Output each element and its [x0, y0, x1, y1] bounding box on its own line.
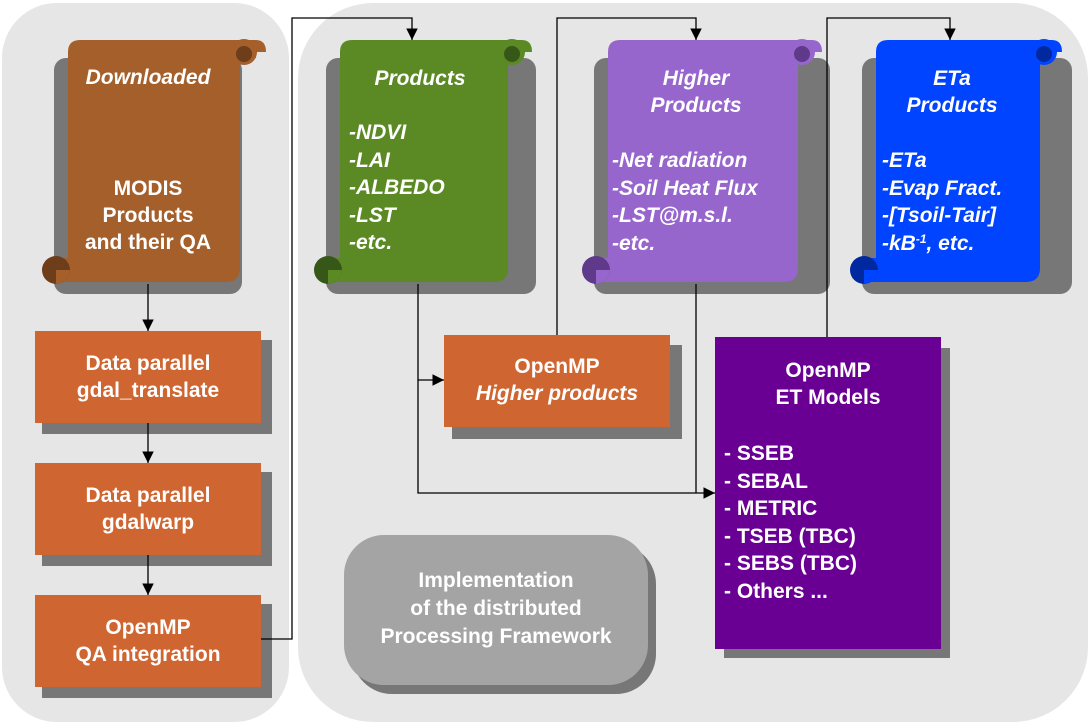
et-model-item: - SEBS (TBC): [724, 552, 857, 575]
eta-products-item: -Evap Fract.: [882, 176, 1003, 200]
arrow-qa-to-products: [261, 17, 418, 640]
eta-products-item: -[Tsoil-Tair]: [882, 204, 996, 227]
downloaded-line: MODIS: [113, 177, 183, 200]
step-warp-box: [35, 463, 261, 555]
step-translate-label: Data parallel gdal_translate: [35, 350, 261, 404]
implementation-label: Implementation of the distributed Proces…: [344, 567, 648, 651]
downloaded-title: Downloaded: [85, 66, 211, 89]
eta-products-list: -ETa -Evap Fract. -[Tsoil-Tair] -kB-1, e…: [882, 147, 1002, 257]
step-qa-box: [35, 595, 261, 687]
downloaded-scroll: [42, 39, 266, 284]
et-models-title-line: ET Models: [775, 386, 881, 409]
implementation-line: Implementation: [418, 569, 574, 592]
higher-products-title-line: Products: [650, 94, 742, 117]
step-translate-line: Data parallel: [85, 352, 211, 375]
step-warp-label: Data parallel gdalwarp: [35, 482, 261, 536]
downloaded-line: Products: [102, 204, 194, 227]
products-list: -NDVI -LAI -ALBEDO -LST -etc.: [349, 119, 445, 257]
eta-item-kb-exponent: -1: [915, 231, 927, 246]
higher-products-item: -Soil Heat Flux: [612, 176, 758, 200]
eta-products-item: -kB-1, etc.: [882, 230, 1002, 258]
implementation-shape: [344, 535, 648, 685]
eta-item-kb: -kB: [882, 231, 916, 255]
eta-products-item: -ETa: [882, 149, 927, 172]
step-higher-line-italic: Higher products: [475, 382, 639, 405]
step-warp-line: Data parallel: [85, 484, 211, 507]
et-models-title-line: OpenMP: [785, 359, 871, 382]
et-model-item: - METRIC: [724, 497, 818, 520]
higher-products-title: Higher Products: [610, 65, 782, 119]
step-higher-box: [444, 335, 670, 427]
connectors: [142, 17, 956, 640]
implementation-line: of the distributed: [410, 597, 582, 620]
eta-products-title: ETa Products: [872, 65, 1032, 119]
products-item: -LAI: [349, 148, 390, 172]
products-item: -ALBEDO: [349, 176, 445, 199]
eta-products-title-line: ETa: [933, 67, 971, 90]
eta-products-scroll: [850, 39, 1062, 284]
higher-products-scroll: [582, 39, 822, 284]
higher-products-item: -Net radiation: [612, 149, 748, 172]
arrow-products-to-et-models: [417, 380, 715, 499]
arrow-et-models-to-eta-products: [826, 17, 956, 337]
products-title: Products: [374, 67, 466, 90]
arrow-higher-step-to-higher-products: [556, 17, 702, 335]
step-qa-label: OpenMP QA integration: [35, 614, 261, 668]
step-warp-line: gdalwarp: [101, 511, 195, 534]
et-model-item: - SEBAL: [724, 469, 808, 493]
products-scroll: [314, 39, 532, 284]
products-item: -LST: [349, 203, 396, 227]
downloaded-description: MODIS Products and their QA: [58, 175, 238, 256]
higher-products-item: -etc.: [612, 231, 656, 255]
et-model-item: - TSEB (TBC): [724, 524, 856, 548]
et-models-box: [715, 337, 941, 649]
step-translate-box: [35, 331, 261, 423]
step-higher-line: OpenMP: [514, 355, 600, 378]
step-qa-line: QA integration: [75, 643, 221, 666]
eta-products-title-line: Products: [906, 94, 998, 117]
downloaded-line: and their QA: [84, 231, 211, 254]
eta-item-etc: , etc.: [926, 231, 975, 255]
step-qa-line: OpenMP: [105, 616, 191, 639]
step-translate-line: gdal_translate: [76, 379, 220, 402]
et-models-list: - SSEB - SEBAL - METRIC - TSEB (TBC) - S…: [724, 440, 857, 605]
products-item: -etc.: [349, 231, 393, 254]
step-higher-label: OpenMP Higher products: [444, 353, 670, 407]
products-item: -NDVI: [349, 121, 407, 144]
et-model-item: - Others ...: [724, 579, 828, 603]
higher-products-list: -Net radiation -Soil Heat Flux -LST@m.s.…: [612, 147, 758, 257]
et-models-title: OpenMP ET Models: [715, 357, 941, 411]
higher-products-title-line: Higher: [662, 67, 730, 90]
et-model-item: - SSEB: [724, 442, 795, 465]
implementation-line: Processing Framework: [380, 625, 612, 648]
higher-products-item: -LST@m.s.l.: [612, 204, 733, 227]
